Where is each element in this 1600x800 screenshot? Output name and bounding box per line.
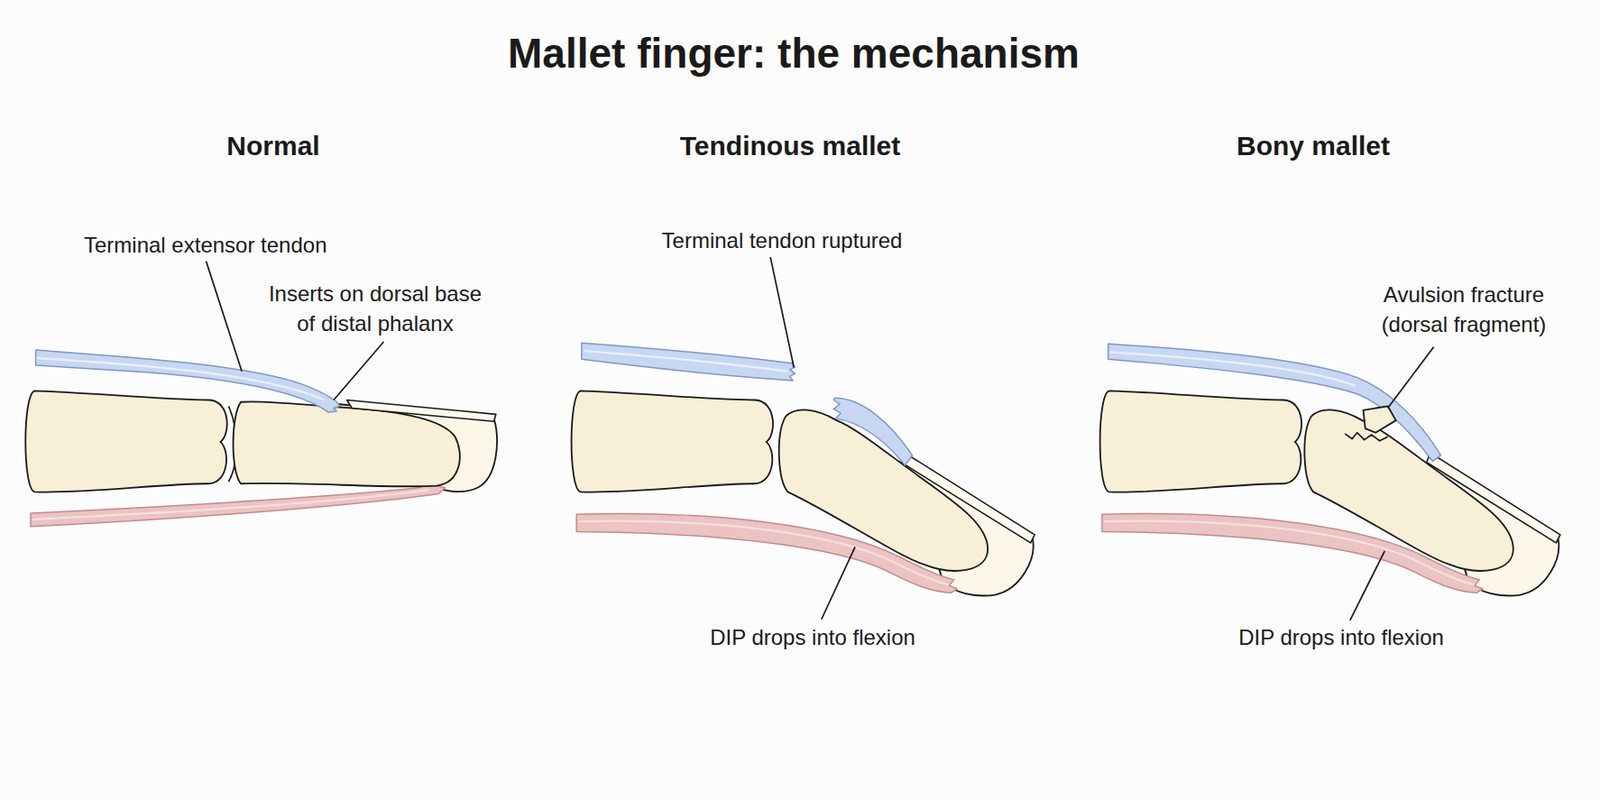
panel-heading: Normal [226,129,320,163]
fingernail [901,452,1035,543]
middle-phalanx [25,390,227,492]
callout-label: Avulsion fracture (dorsal fragment) [1373,279,1555,340]
bony-mallet-finger [1100,343,1561,621]
panel-heading: Tendinous mallet [680,129,901,163]
fingernail [347,400,497,423]
leader-line [1350,551,1385,621]
avulsed-fragment [1363,405,1397,433]
panel-heading: Bony mallet [1236,129,1390,163]
leader-line [333,341,384,400]
extensor-tendon [36,349,341,413]
leader-line [770,257,794,368]
middle-phalanx [1100,390,1302,492]
leader-line [1388,347,1435,409]
tendinous-mallet-finger [571,257,1036,620]
extensor-tendon [1108,343,1442,461]
callout-label: Terminal extensor tendon [83,229,327,260]
flexor-highlight [32,489,429,520]
middle-phalanx [571,390,773,492]
callout-label: DIP drops into flexion [1238,622,1444,653]
leader-line [206,261,243,372]
extensor-highlight [36,358,325,400]
extensor-highlight [583,350,788,372]
callout-label: Terminal tendon ruptured [662,225,903,256]
leader-line [821,546,856,619]
callout-label: DIP drops into flexion [709,622,916,653]
fracture-line [1344,432,1389,442]
normal-finger [25,261,497,527]
diagram-title: Mallet finger: the mechanism [507,28,1080,78]
callout-label: Inserts on dorsal base of distal phalanx [267,278,483,339]
extensor-tendon-stump [833,397,912,466]
fingernail [1426,452,1561,543]
extensor-highlight [1110,351,1356,386]
extensor-tendon-proximal [581,342,795,381]
